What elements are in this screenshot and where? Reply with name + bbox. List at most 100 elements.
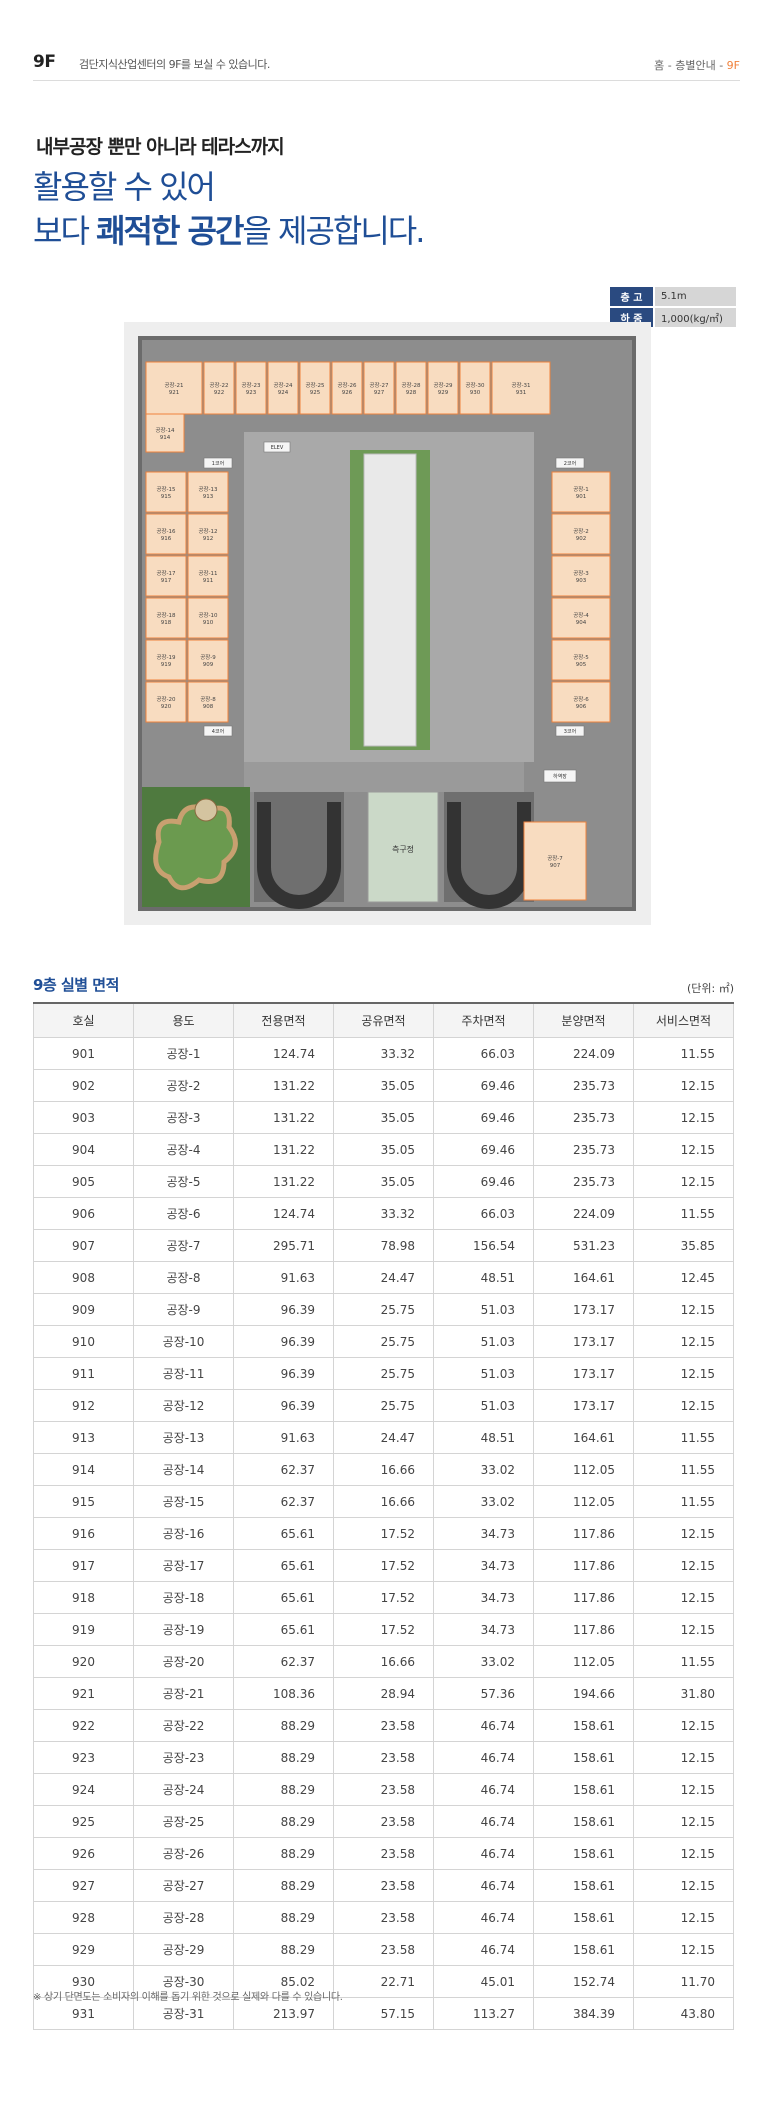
unit-name-label: 공장-30 — [465, 382, 485, 389]
column-header: 호실 — [33, 1002, 134, 1038]
unit-cell[interactable] — [235, 361, 267, 415]
table-cell: 66.03 — [433, 1197, 534, 1230]
table-cell: 531.23 — [533, 1229, 634, 1262]
table-cell: 공장-31 — [133, 1997, 234, 2030]
unit-cell[interactable] — [187, 681, 229, 723]
unit-cell[interactable] — [459, 361, 491, 415]
unit-cell[interactable] — [145, 555, 187, 597]
unit-cell[interactable] — [551, 597, 611, 639]
table-cell: 11.55 — [633, 1485, 734, 1518]
unit-name-label: 공장-20 — [156, 696, 176, 703]
table-cell: 23.58 — [333, 1837, 434, 1870]
table-cell: 12.15 — [633, 1549, 734, 1582]
table-cell: 23.58 — [333, 1773, 434, 1806]
unit-cell[interactable] — [551, 681, 611, 723]
unit-cell[interactable] — [145, 681, 187, 723]
table-cell: 35.85 — [633, 1229, 734, 1262]
table-cell: 12.15 — [633, 1325, 734, 1358]
table-cell: 917 — [33, 1549, 134, 1582]
table-cell: 57.15 — [333, 1997, 434, 2030]
table-cell: 908 — [33, 1261, 134, 1294]
table-cell: 906 — [33, 1197, 134, 1230]
unit-cell[interactable] — [551, 471, 611, 513]
unit-name-label: 공장-29 — [433, 382, 453, 389]
table-cell: 11.55 — [633, 1453, 734, 1486]
table-cell: 224.09 — [533, 1197, 634, 1230]
unit-cell[interactable] — [145, 413, 185, 453]
unit-cell[interactable] — [267, 361, 299, 415]
unit-cell[interactable] — [551, 639, 611, 681]
table-cell: 235.73 — [533, 1165, 634, 1198]
unit-cell[interactable] — [523, 821, 587, 901]
table-cell: 46.74 — [433, 1709, 534, 1742]
table-cell: 12.15 — [633, 1805, 734, 1838]
table-cell: 131.22 — [233, 1069, 334, 1102]
unit-cell[interactable] — [145, 639, 187, 681]
unit-cell[interactable] — [395, 361, 427, 415]
unit-cell[interactable] — [203, 361, 235, 415]
table-cell: 공장-18 — [133, 1581, 234, 1614]
unit-name-label: 공장-21 — [164, 382, 183, 389]
unit-name-label: 공장-28 — [401, 382, 421, 389]
unit-cell[interactable] — [299, 361, 331, 415]
unit-name-label: 공장-4 — [573, 612, 589, 619]
table-cell: 913 — [33, 1421, 134, 1454]
table-cell: 46.74 — [433, 1901, 534, 1934]
unit-cell[interactable] — [551, 555, 611, 597]
table-cell: 88.29 — [233, 1901, 334, 1934]
table-cell: 96.39 — [233, 1357, 334, 1390]
unit-cell[interactable] — [363, 361, 395, 415]
table-cell: 공장-16 — [133, 1517, 234, 1550]
unit-cell[interactable] — [187, 471, 229, 513]
floor-code: 9F — [33, 52, 56, 72]
unit-cell[interactable] — [187, 597, 229, 639]
unit-cell[interactable] — [145, 597, 187, 639]
breadcrumb-home[interactable]: 홈 — [654, 59, 665, 72]
table-cell: 69.46 — [433, 1165, 534, 1198]
table-cell: 88.29 — [233, 1773, 334, 1806]
table-cell: 901 — [33, 1037, 134, 1070]
unit-cell[interactable] — [145, 361, 203, 415]
unit-cell[interactable] — [427, 361, 459, 415]
table-cell: 912 — [33, 1389, 134, 1422]
breadcrumb-section[interactable]: 층별안내 — [675, 59, 716, 72]
unit-cell[interactable] — [187, 555, 229, 597]
headline-line2-post: 을 제공합니다. — [242, 212, 425, 250]
unit-cell[interactable] — [187, 513, 229, 555]
headline: 내부공장 뿐만 아니라 테라스까지 활용할 수 있어 보다 쾌적한 공간을 제공… — [33, 132, 425, 253]
table-cell: 131.22 — [233, 1133, 334, 1166]
table-cell: 48.51 — [433, 1421, 534, 1454]
unit-cell[interactable] — [551, 513, 611, 555]
ramp-left — [257, 802, 341, 909]
table-cell: 12.15 — [633, 1933, 734, 1966]
unit-name-label: 공장-24 — [273, 382, 293, 389]
table-cell: 158.61 — [533, 1709, 634, 1742]
unit-name-label: 공장-17 — [156, 570, 176, 577]
unit-number-label: 911 — [203, 578, 214, 584]
table-cell: 23.58 — [333, 1869, 434, 1902]
table-cell: 공장-7 — [133, 1229, 234, 1262]
column-header: 용도 — [133, 1002, 234, 1038]
unit-cell[interactable] — [145, 513, 187, 555]
unit-name-label: 공장-6 — [573, 696, 589, 703]
unit-cell[interactable] — [491, 361, 551, 415]
column-header: 분양면적 — [533, 1002, 634, 1038]
spec-row-ceiling: 층 고 5.1m — [610, 287, 736, 308]
breadcrumb-separator: - — [719, 59, 724, 72]
light-court — [363, 453, 417, 747]
table-cell: 22.71 — [333, 1965, 434, 1998]
table-cell: 17.52 — [333, 1613, 434, 1646]
table-cell: 88.29 — [233, 1869, 334, 1902]
table-cell: 공장-22 — [133, 1709, 234, 1742]
table-cell: 156.54 — [433, 1229, 534, 1262]
unit-cell[interactable] — [331, 361, 363, 415]
table-cell: 35.05 — [333, 1069, 434, 1102]
unit-cell[interactable] — [187, 639, 229, 681]
unit-cell[interactable] — [145, 471, 187, 513]
